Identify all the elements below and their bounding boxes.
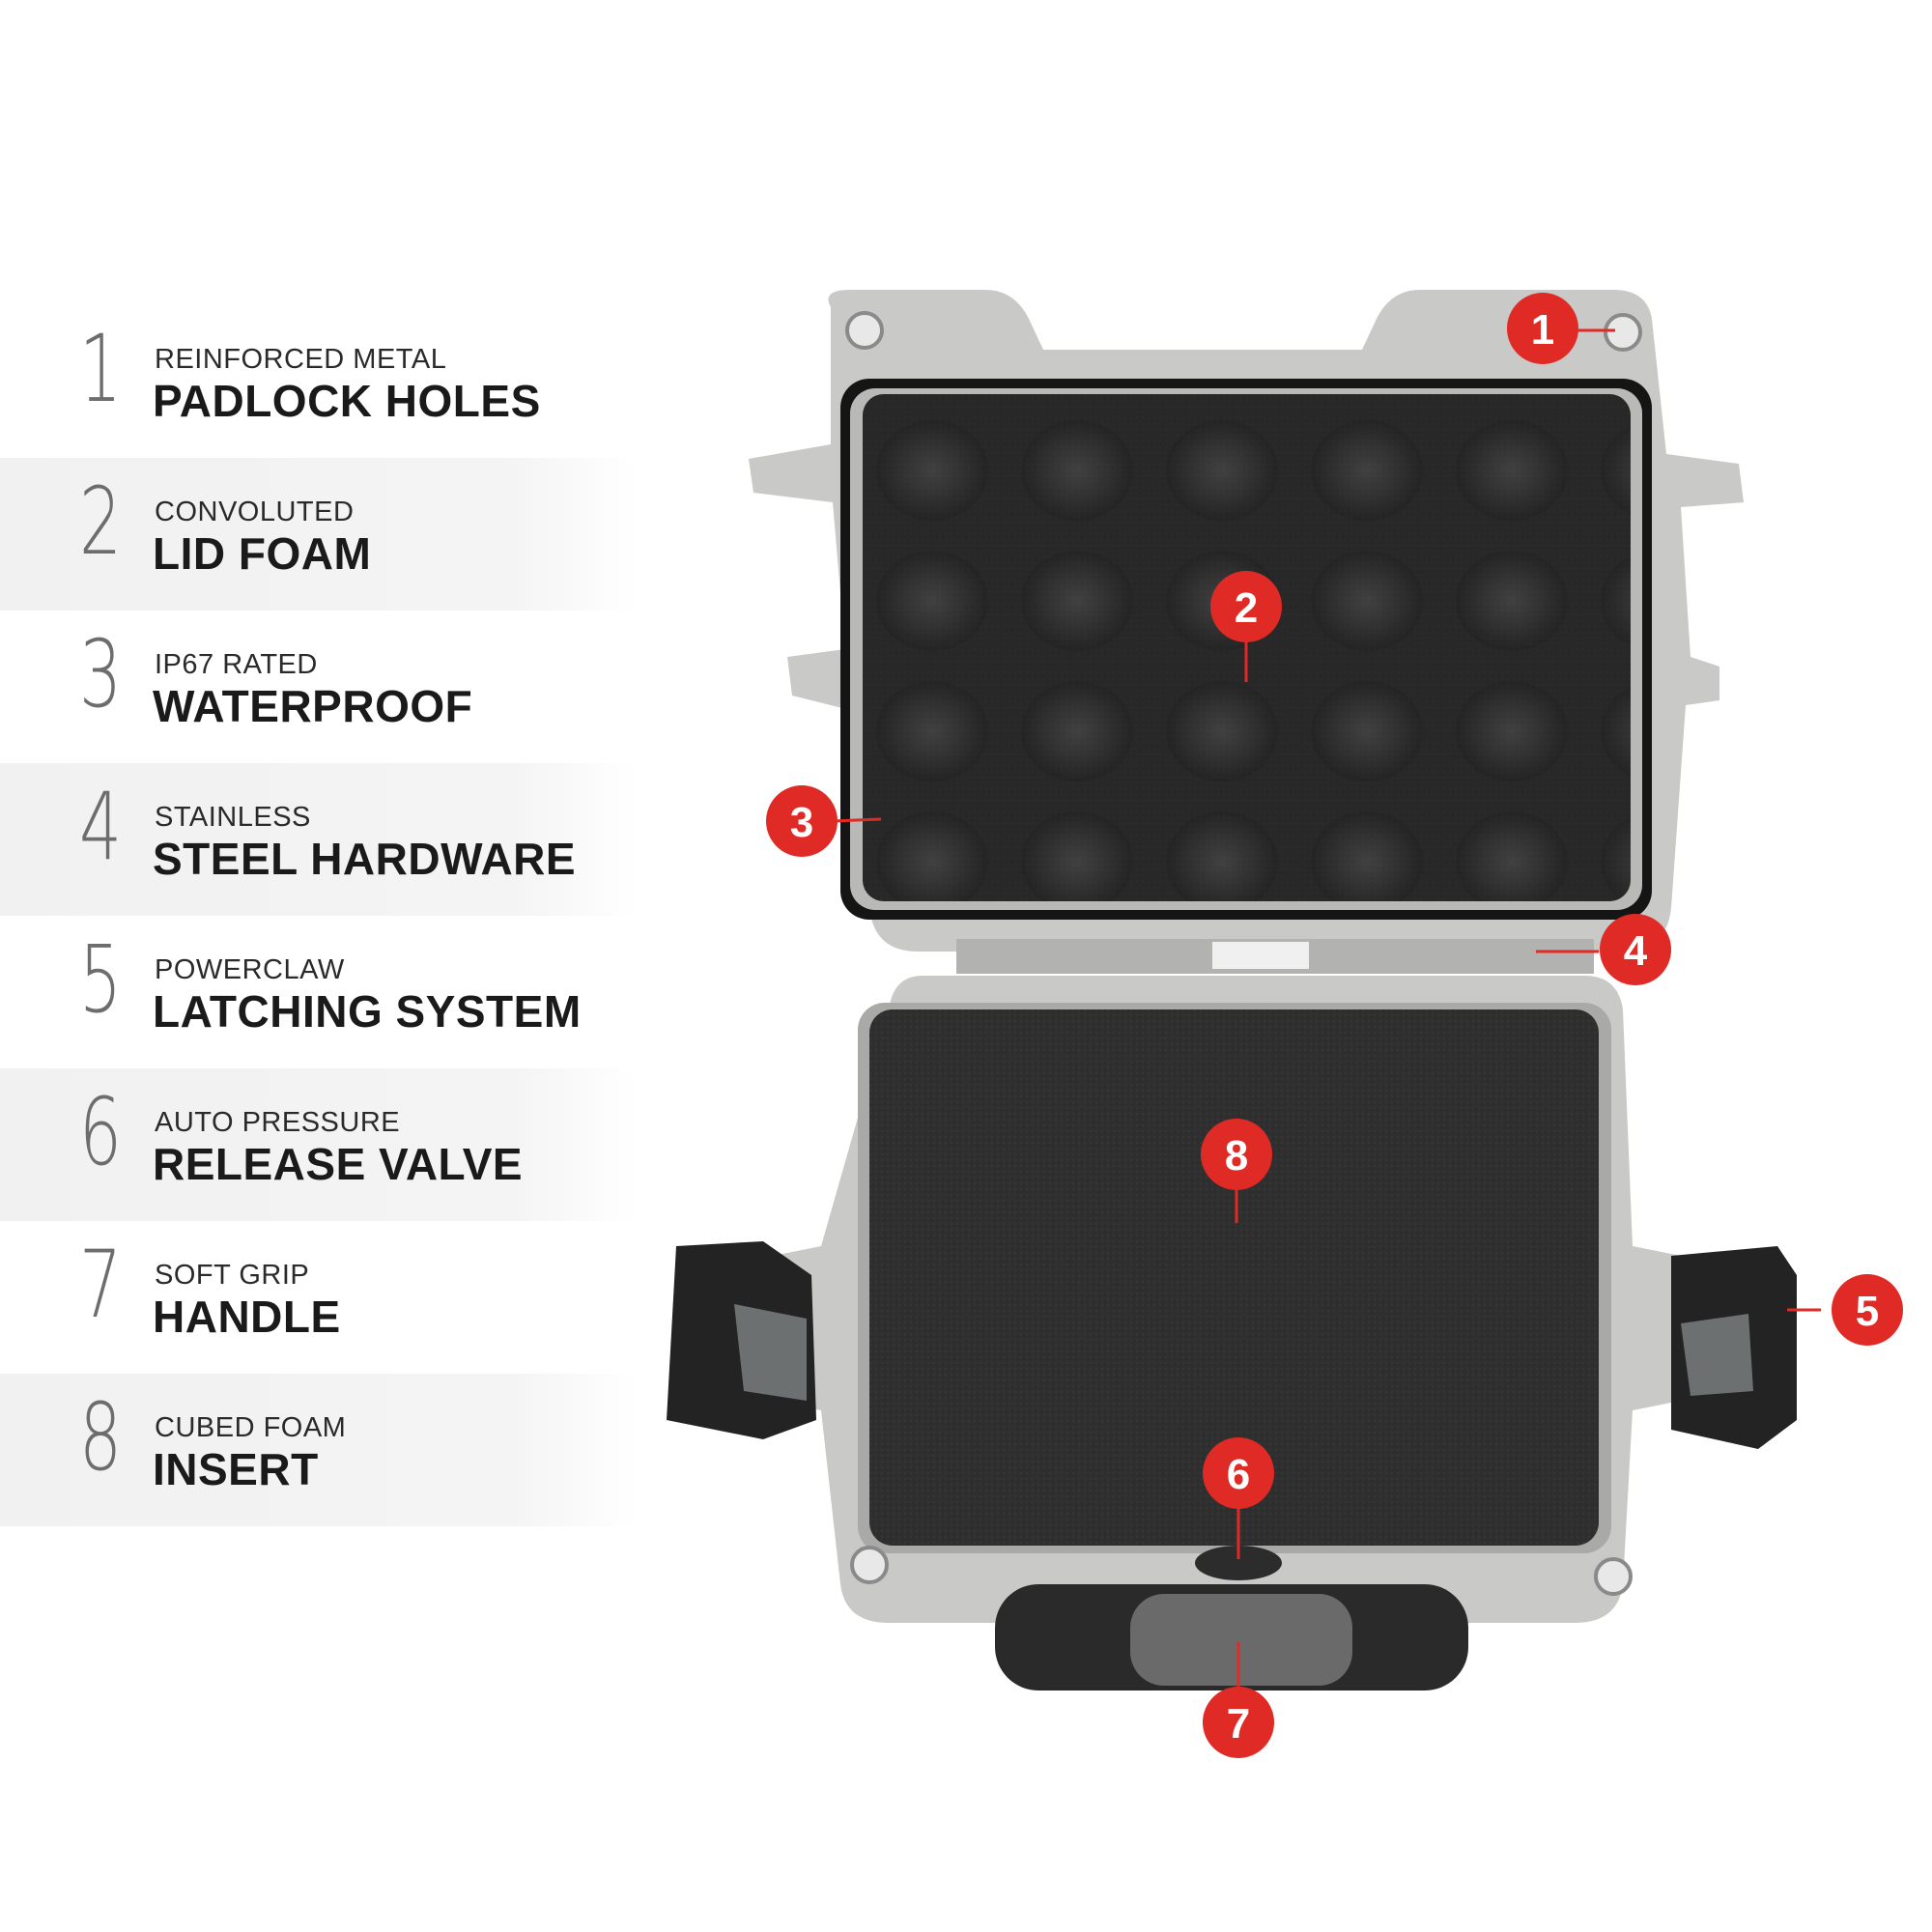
feature-item-7: 7 SOFT GRIP HANDLE [0,1221,638,1374]
marker-label: 4 [1624,927,1648,975]
case-latch-right [1671,1246,1797,1449]
marker-3: 3 [766,785,838,857]
feature-line2: LATCHING SYSTEM [153,986,582,1037]
feature-line1: POWERCLAW [155,954,345,985]
feature-number: 2 [79,468,122,576]
feature-item-6: 6 AUTO PRESSURE RELEASE VALVE [0,1068,638,1221]
feature-number: 3 [79,620,122,728]
feature-line2: INSERT [153,1444,319,1494]
feature-item-2: 2 CONVOLUTED LID FOAM [0,458,638,611]
case-latch-left [667,1241,816,1439]
case-handle [995,1546,1468,1690]
feature-line2: WATERPROOF [153,681,473,731]
feature-number: 7 [79,1231,122,1339]
feature-line2: PADLOCK HOLES [153,376,541,426]
marker-label: 6 [1227,1451,1250,1498]
feature-number: 8 [79,1383,122,1492]
marker-2: 2 [1210,571,1282,642]
marker-label: 5 [1856,1288,1879,1335]
feature-line1: AUTO PRESSURE [155,1107,401,1138]
feature-line1: STAINLESS [155,802,311,833]
marker-label: 7 [1227,1700,1250,1747]
feature-line1: SOFT GRIP [155,1260,310,1291]
marker-8: 8 [1201,1119,1272,1190]
feature-line2: RELEASE VALVE [153,1139,524,1189]
marker-label: 8 [1225,1132,1248,1179]
feature-number: 6 [79,1078,122,1186]
feature-number: 1 [79,315,122,423]
marker-4: 4 [1600,914,1671,985]
feature-line1: CUBED FOAM [155,1412,347,1443]
feature-line1: CONVOLUTED [155,497,355,527]
feature-line1: REINFORCED METAL [155,344,447,375]
marker-label: 2 [1235,584,1258,632]
feature-item-8: 8 CUBED FOAM INSERT [0,1374,638,1526]
feature-line2: STEEL HARDWARE [153,834,577,884]
marker-7: 7 [1203,1687,1274,1758]
callout-lines [832,328,1821,1687]
marker-label: 1 [1531,306,1554,354]
case-base [773,976,1681,1623]
marker-1: 1 [1507,293,1578,364]
marker-6: 6 [1203,1437,1274,1509]
feature-item-4: 4 STAINLESS STEEL HARDWARE [0,763,638,916]
marker-label: 3 [790,799,813,846]
feature-item-3: 3 IP67 RATED WATERPROOF [0,611,638,763]
feature-number: 4 [79,773,122,881]
feature-item-1: 1 REINFORCED METAL PADLOCK HOLES [0,305,638,458]
feature-line1: IP67 RATED [155,649,318,680]
case-hinge [956,939,1594,974]
feature-number: 5 [79,925,122,1034]
feature-line2: LID FOAM [153,528,372,579]
marker-5: 5 [1832,1274,1903,1346]
feature-item-5: 5 POWERCLAW LATCHING SYSTEM [0,916,638,1068]
feature-line2: HANDLE [153,1292,341,1342]
feature-list: 1 REINFORCED METAL PADLOCK HOLES 2 CONVO… [0,305,638,1526]
